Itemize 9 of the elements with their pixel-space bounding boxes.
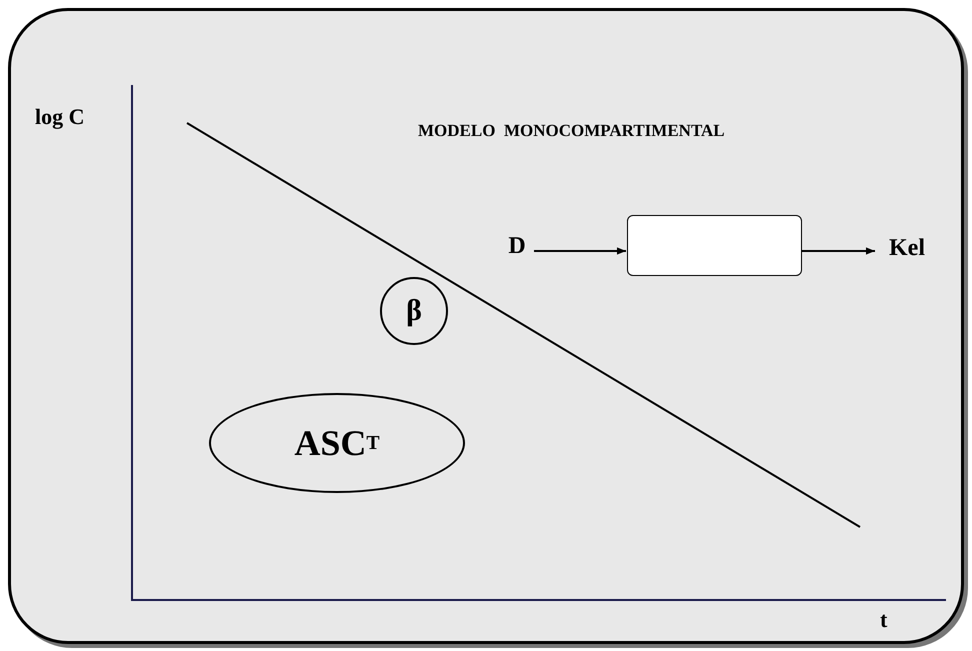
axis-label: log C <box>35 104 84 130</box>
arrow <box>802 247 875 255</box>
process-box <box>627 215 802 276</box>
node-label: Kel <box>876 232 938 264</box>
arrow <box>534 247 626 255</box>
heading: MODELO MONOCOMPARTIMENTAL <box>418 121 725 141</box>
node-label: D <box>500 230 534 262</box>
axis-label: t <box>880 607 888 633</box>
circle-node: β <box>380 277 448 345</box>
